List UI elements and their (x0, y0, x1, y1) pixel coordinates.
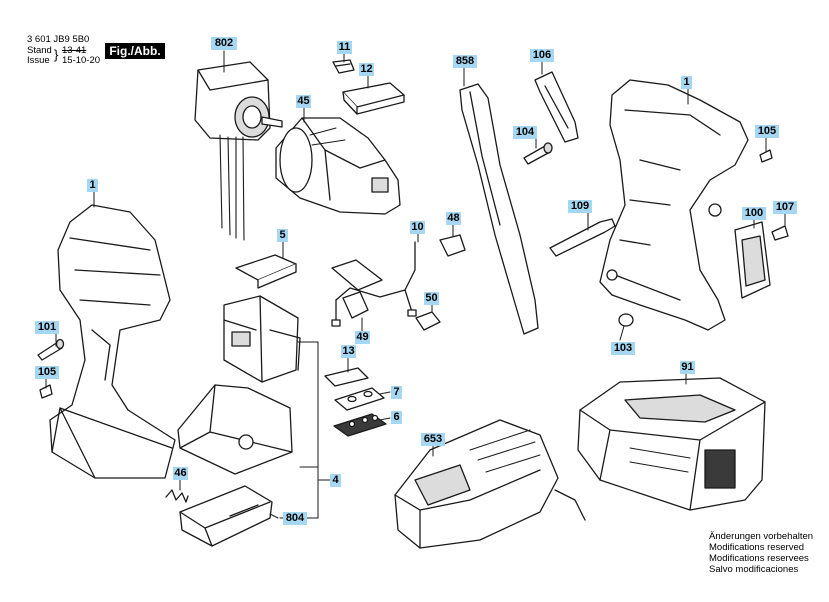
issue-value: 15-10-20 (62, 55, 101, 66)
pad-part (324, 367, 369, 387)
stand-value: 13-41 (62, 45, 87, 56)
battery-pack-part (577, 377, 766, 511)
led-part (439, 234, 466, 257)
callout-7: 7 (391, 386, 402, 399)
pad-part (334, 387, 385, 411)
note-line-fr: Modifications reservees (709, 553, 809, 564)
callout-858: 858 (453, 55, 477, 68)
callout-50: 50 (424, 292, 439, 305)
electronics-module-part (177, 384, 293, 475)
screw-part (759, 149, 773, 163)
callout-105-left: 105 (35, 366, 59, 379)
callout-46: 46 (173, 467, 188, 480)
callout-106: 106 (530, 49, 554, 62)
callout-12: 12 (359, 63, 374, 76)
charger-part (394, 419, 586, 549)
callout-109: 109 (568, 200, 592, 213)
cover-plate-part (342, 82, 405, 115)
bit-holder-part (549, 218, 616, 257)
battery-latch-part (179, 485, 273, 547)
callout-107: 107 (773, 201, 797, 214)
modification-notes: Änderungen vorbehalten Modifications res… (709, 531, 813, 575)
callout-13: 13 (341, 345, 356, 358)
callout-802: 802 (211, 37, 237, 50)
note-line-en: Modifications reserved (709, 542, 805, 553)
callout-49: 49 (355, 331, 370, 344)
issue-label: Issue (27, 55, 50, 66)
housing-half-left-part (49, 204, 176, 479)
sensor-part (342, 291, 369, 319)
contact-plate-part (333, 413, 387, 437)
gearbox-part (275, 117, 401, 215)
note-line-es: Salvo modificaciones (709, 564, 799, 575)
callout-45: 45 (296, 95, 311, 108)
callout-1-left: 1 (87, 179, 98, 192)
callout-11: 11 (337, 41, 352, 54)
bracket-part (734, 221, 771, 299)
callout-91: 91 (680, 361, 695, 374)
clip-part (332, 59, 355, 74)
callout-1-top: 1 (681, 76, 692, 89)
screw-part (771, 225, 789, 241)
belt-clip-part (459, 83, 539, 335)
callout-48: 48 (446, 212, 461, 225)
nut-part (618, 313, 634, 327)
screw-part (37, 338, 65, 361)
switch-slider-part (235, 254, 297, 289)
brace-symbol: } (54, 47, 59, 62)
callout-5: 5 (277, 229, 288, 242)
screw-part (523, 142, 553, 165)
callout-10: 10 (410, 221, 425, 234)
callout-104: 104 (513, 126, 537, 139)
led-part (415, 311, 441, 331)
motor-part (194, 61, 283, 241)
callout-100: 100 (742, 207, 766, 220)
wire-harness-part (331, 241, 417, 327)
figure-label: Fig./Abb. 1 (105, 43, 165, 74)
document-number: 3 601 JB9 5B0 (27, 34, 90, 45)
stand-label: Stand (27, 45, 52, 56)
screw-part (39, 384, 53, 399)
callout-653: 653 (421, 433, 445, 446)
callout-105-right: 105 (755, 125, 779, 138)
callout-6: 6 (391, 411, 402, 424)
side-cover-part (534, 71, 579, 143)
callout-804: 804 (283, 512, 307, 525)
spring-part (165, 489, 189, 503)
housing-half-right-part (599, 79, 749, 331)
switch-module-part (223, 295, 301, 383)
leader-lines (45, 50, 786, 519)
callout-4: 4 (330, 474, 341, 487)
callout-101: 101 (35, 321, 59, 334)
note-line-de: Änderungen vorbehalten (709, 531, 814, 542)
callout-103: 103 (611, 342, 635, 355)
